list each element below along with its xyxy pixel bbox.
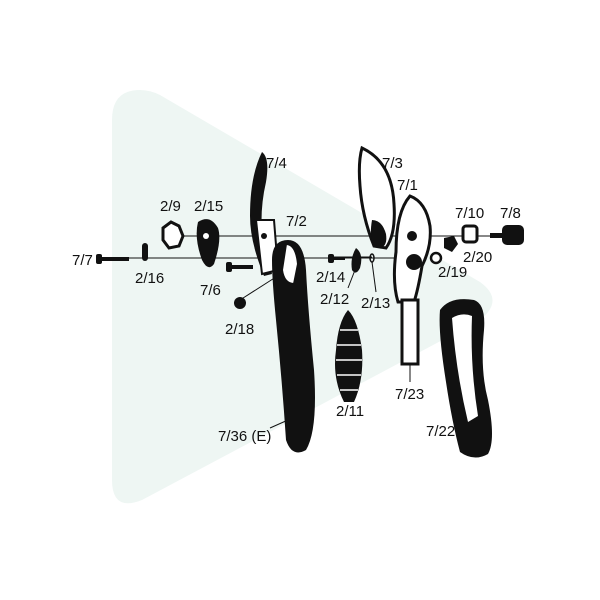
label-2-18: 2/18 (225, 321, 254, 338)
label-7-6: 7/6 (200, 282, 221, 299)
part-7-36-handle (272, 240, 315, 453)
label-2-16: 2/16 (135, 270, 164, 287)
label-7-4: 7/4 (266, 155, 287, 172)
part-labels: 7/4 7/3 7/1 2/9 2/15 7/2 7/10 7/8 7/7 2/… (72, 155, 521, 445)
label-2-11: 2/11 (336, 403, 364, 420)
label-2-9: 2/9 (160, 198, 181, 215)
part-2-9-star-washer (161, 220, 185, 250)
part-7-10-bushing (461, 224, 479, 244)
label-7-36: 7/36 (E) (218, 428, 271, 445)
part-2-12-spring (351, 248, 362, 273)
part-7-1-anvil (392, 194, 432, 304)
part-7-4-blade (250, 152, 272, 276)
label-2-20: 2/20 (463, 249, 492, 266)
part-7-3-blade (357, 145, 396, 250)
part-7-8-nut (490, 225, 524, 245)
part-7-6-screw (226, 262, 253, 272)
label-7-3: 7/3 (382, 155, 403, 172)
label-2-19: 2/19 (438, 264, 467, 281)
label-7-2: 7/2 (286, 213, 307, 230)
part-2-11-spring (335, 310, 363, 402)
label-7-7: 7/7 (72, 252, 93, 269)
part-2-20-washer (444, 236, 458, 252)
part-2-15-plate (196, 219, 220, 268)
label-7-10: 7/10 (455, 205, 484, 222)
part-7-7-bolt (96, 254, 129, 264)
label-7-1: 7/1 (397, 177, 418, 194)
part-7-23-tube (400, 298, 420, 366)
label-7-22: 7/22 (426, 423, 455, 440)
label-2-15: 2/15 (194, 198, 223, 215)
label-7-23: 7/23 (395, 386, 424, 403)
part-2-13-ring (369, 253, 375, 263)
part-2-19-screw (429, 251, 443, 265)
part-2-18-nut (234, 297, 246, 309)
label-2-13: 2/13 (361, 295, 390, 312)
part-2-14-screw (328, 254, 345, 263)
label-2-12: 2/12 (320, 291, 349, 308)
label-2-14: 2/14 (316, 269, 345, 286)
part-2-16-washer (142, 243, 148, 261)
label-7-8: 7/8 (500, 205, 521, 222)
